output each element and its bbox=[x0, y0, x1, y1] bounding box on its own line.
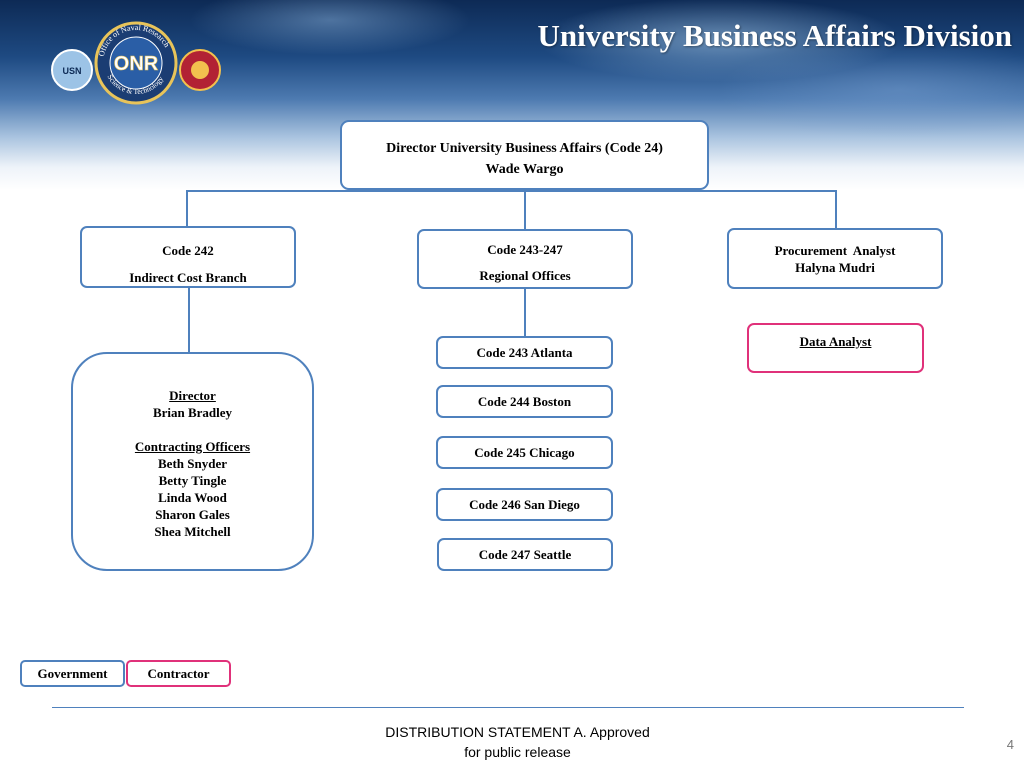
connector-line bbox=[186, 190, 188, 227]
regional-office-label: Code 244 Boston bbox=[477, 394, 572, 409]
code-242-label: Code 242 bbox=[162, 243, 214, 258]
regional-office-box: Code 244 Boston bbox=[436, 385, 613, 418]
footer-divider bbox=[52, 707, 964, 708]
regional-office-box: Code 246 San Diego bbox=[436, 488, 613, 521]
code-243-247-label: Code 243-247 bbox=[487, 242, 563, 257]
contracting-officers-title: Contracting Officers bbox=[134, 439, 251, 454]
branch-director-name: Brian Bradley bbox=[152, 405, 233, 420]
contracting-officer: Linda Wood bbox=[158, 490, 227, 505]
page-title: University Business Affairs Division bbox=[537, 18, 1012, 53]
contracting-officer: Betty Tingle bbox=[158, 473, 227, 488]
code-242-name: Indirect Cost Branch bbox=[129, 270, 247, 285]
procurement-analyst-title: Procurement Analyst bbox=[774, 243, 896, 258]
svg-text:USN: USN bbox=[62, 66, 81, 76]
legend-contractor-label: Contractor bbox=[147, 666, 210, 681]
contracting-officer: Shea Mitchell bbox=[154, 524, 231, 539]
regional-office-label: Code 246 San Diego bbox=[469, 497, 580, 512]
distribution-line-1: DISTRIBUTION STATEMENT A. Approved bbox=[385, 724, 650, 740]
regional-office-box: Code 245 Chicago bbox=[436, 436, 613, 469]
distribution-line-2: for public release bbox=[464, 744, 571, 760]
svg-text:ONR: ONR bbox=[114, 53, 159, 75]
distribution-statement: DISTRIBUTION STATEMENT A. Approved for p… bbox=[345, 722, 690, 762]
legend-contractor: Contractor bbox=[126, 660, 231, 687]
legend-government-label: Government bbox=[37, 666, 108, 681]
procurement-analyst-box: Procurement Analyst Halyna Mudri bbox=[727, 228, 943, 289]
connector-line bbox=[186, 190, 836, 192]
connector-line bbox=[188, 288, 190, 354]
connector-line bbox=[524, 189, 526, 230]
onr-logo: USN Office of Naval Research Science & T… bbox=[51, 21, 221, 105]
code-242-box: Code 242 Indirect Cost Branch bbox=[80, 226, 296, 288]
director-title: Director University Business Affairs (Co… bbox=[386, 141, 663, 156]
regional-office-box: Code 243 Atlanta bbox=[436, 336, 613, 369]
regional-office-label: Code 243 Atlanta bbox=[476, 345, 573, 360]
regional-office-box: Code 247 Seattle bbox=[437, 538, 613, 571]
contracting-officer: Beth Snyder bbox=[158, 456, 227, 471]
contracting-officer: Sharon Gales bbox=[155, 507, 230, 522]
data-analyst-label: Data Analyst bbox=[799, 334, 872, 349]
director-name: Wade Wargo bbox=[485, 162, 564, 177]
data-analyst-box: Data Analyst bbox=[747, 323, 924, 373]
connector-line bbox=[524, 289, 526, 337]
branch-director-title: Director bbox=[169, 388, 216, 403]
code-243-247-box: Code 243-247 Regional Offices bbox=[417, 229, 633, 289]
regional-office-label: Code 245 Chicago bbox=[474, 445, 575, 460]
director-box: Director University Business Affairs (Co… bbox=[340, 120, 709, 190]
indirect-cost-staff-box: Director Brian Bradley Contracting Offic… bbox=[71, 352, 314, 571]
procurement-analyst-name: Halyna Mudri bbox=[795, 260, 875, 275]
page-number: 4 bbox=[1006, 737, 1014, 752]
legend-government: Government bbox=[20, 660, 125, 687]
code-243-247-name: Regional Offices bbox=[479, 268, 571, 283]
connector-line bbox=[835, 190, 837, 229]
regional-office-label: Code 247 Seattle bbox=[478, 547, 572, 562]
